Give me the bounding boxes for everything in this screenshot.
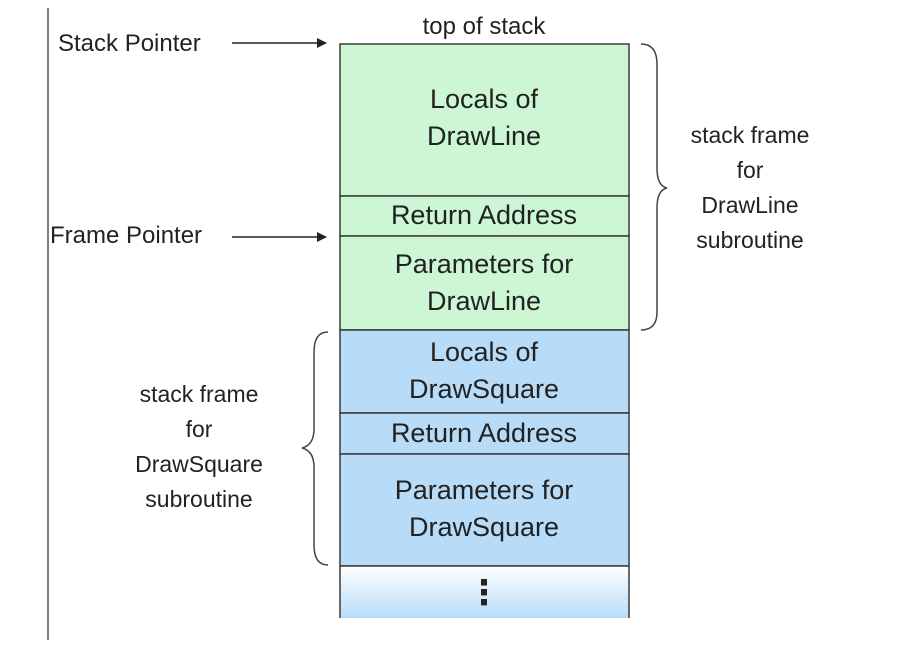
locals-drawsquare-line1: Locals of <box>430 337 539 367</box>
params-drawline-line2: DrawLine <box>427 286 541 316</box>
params-drawsquare-line2: DrawSquare <box>409 512 559 542</box>
return-address-drawsquare-text: Return Address <box>391 418 577 448</box>
drawline-frame-brace <box>640 43 668 331</box>
cell-parameters-drawline <box>339 235 630 331</box>
stack-pointer-label: Stack Pointer <box>58 30 201 57</box>
cell-return-address-drawsquare <box>339 412 630 455</box>
drawsquare-frame-label-line3: DrawSquare <box>135 451 263 477</box>
locals-drawline-line1: Locals of <box>430 84 539 114</box>
drawsquare-frame-label-line4: subroutine <box>145 486 252 512</box>
locals-drawline-line2: DrawLine <box>427 121 541 151</box>
frame-pointer-label: Frame Pointer <box>50 222 202 249</box>
drawline-frame-label-line3: DrawLine <box>701 192 798 218</box>
return-address-drawline-text: Return Address <box>391 200 577 230</box>
drawline-frame-label-line1: stack frame <box>691 122 810 148</box>
locals-drawsquare-line2: DrawSquare <box>409 374 559 404</box>
params-drawsquare-line1: Parameters for <box>395 475 574 505</box>
drawsquare-frame-label-line2: for <box>186 416 213 442</box>
drawline-frame-label-line4: subroutine <box>696 227 803 253</box>
drawsquare-frame-label-line1: stack frame <box>140 381 259 407</box>
cell-continuation <box>340 566 629 618</box>
continuation-ellipsis: ⋮ <box>467 574 501 612</box>
drawsquare-frame-brace <box>301 331 329 566</box>
cell-locals-drawline <box>339 43 630 197</box>
top-of-stack-label: top of stack <box>423 13 547 40</box>
drawline-frame-label-line2: for <box>737 157 764 183</box>
cell-parameters-drawsquare <box>339 453 630 567</box>
params-drawline-line1: Parameters for <box>395 249 574 279</box>
